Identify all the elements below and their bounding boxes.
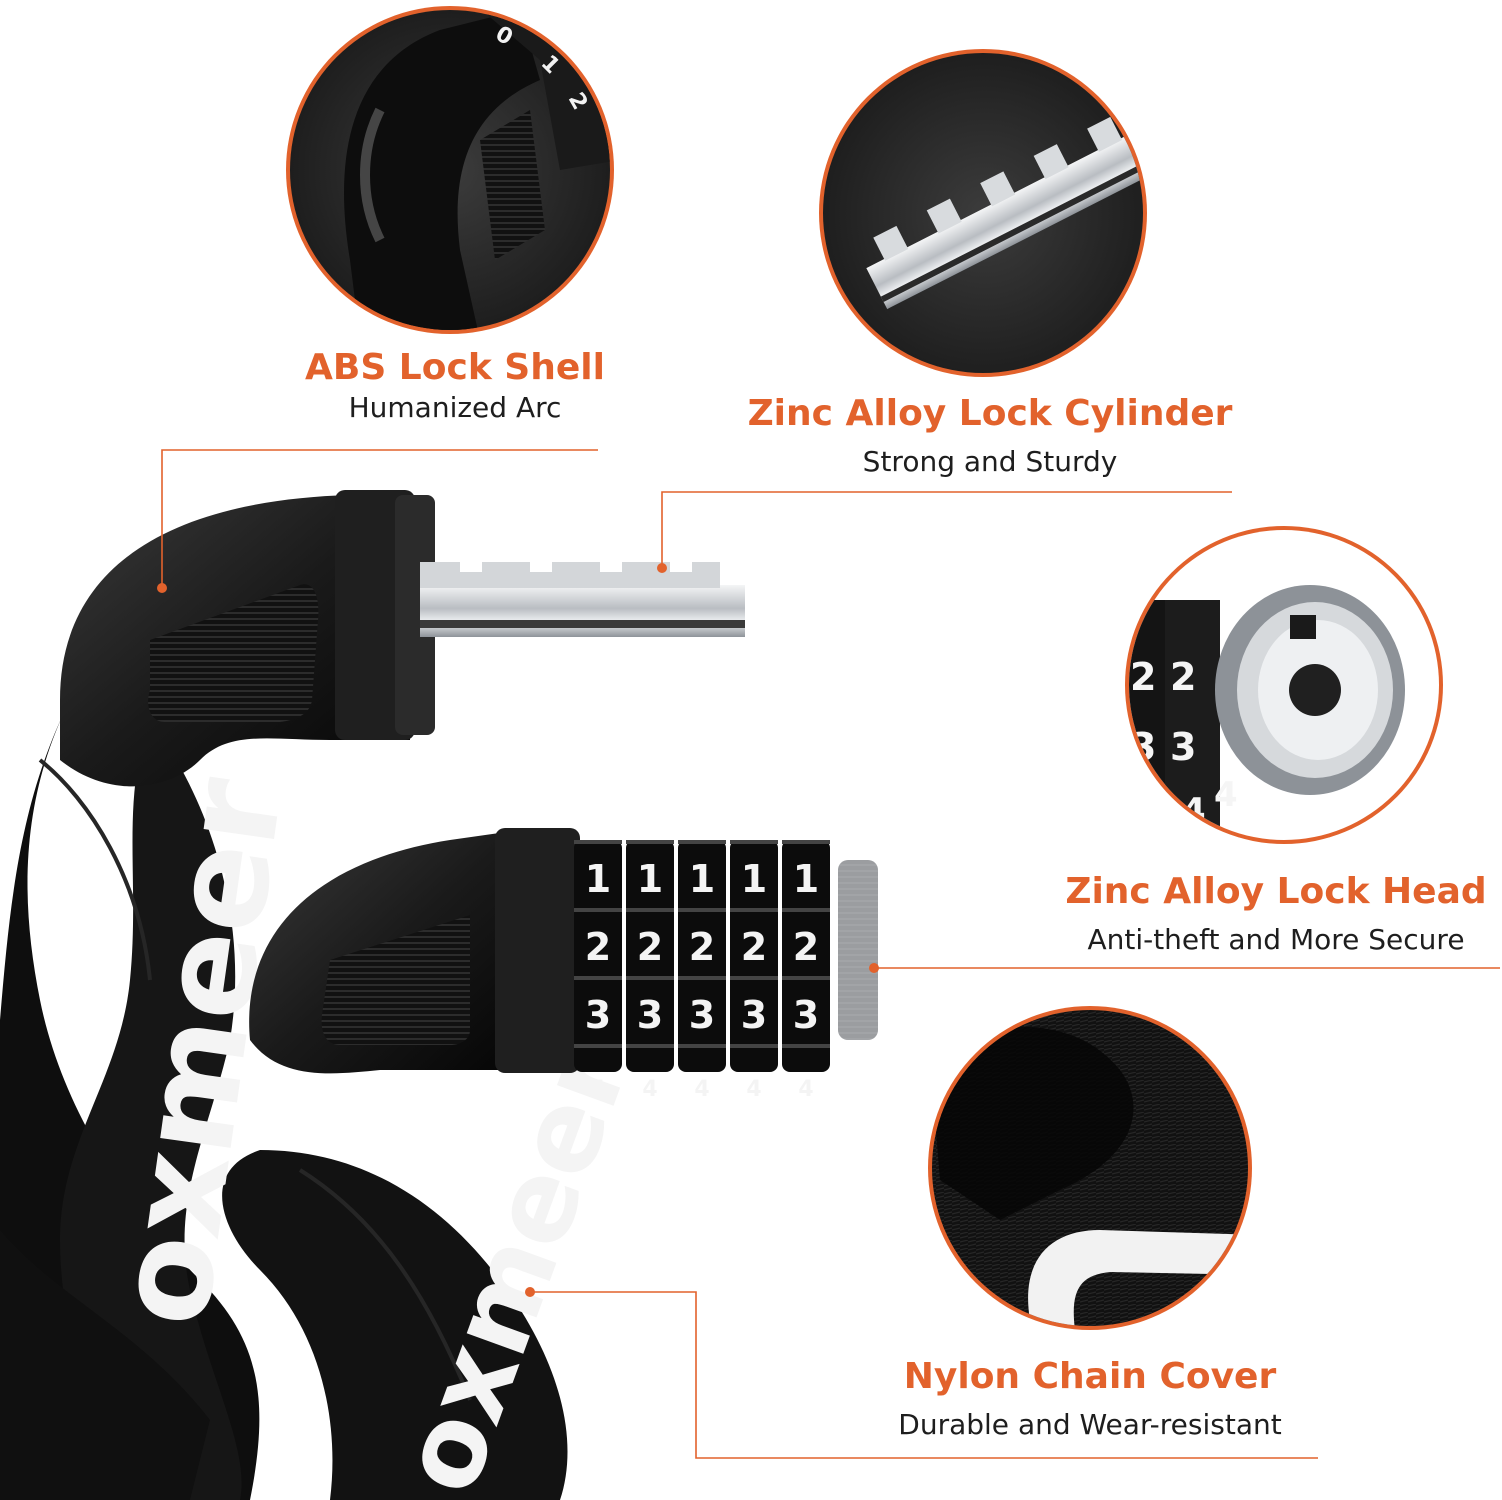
dial-separator	[782, 1044, 830, 1048]
dial-wheel[interactable]: 1 2 3 4	[574, 840, 622, 1102]
feature-zinc-head: Zinc Alloy Lock Head Anti-theft and More…	[1050, 870, 1502, 958]
callout-line-cylinder	[661, 491, 1232, 568]
feature-title: Zinc Alloy Lock Head	[1065, 871, 1487, 912]
dial-digit: 2	[793, 925, 819, 969]
dial-separator	[574, 976, 622, 980]
dial-digit: 1	[585, 857, 611, 901]
feature-description: Humanized Arc	[348, 391, 562, 424]
dial-separator	[574, 1044, 622, 1048]
dial-wheel-body	[730, 840, 778, 1072]
dial-wheel-body	[574, 840, 622, 1072]
lock-cylinder-key	[420, 562, 745, 637]
dial-separator	[730, 1044, 778, 1048]
shell-detail-circle: 0 1 2	[286, 6, 614, 334]
head-dial-digit: 2	[1170, 655, 1196, 699]
dial-separator	[678, 908, 726, 912]
dial-wheel-body	[782, 840, 830, 1072]
dial-separator	[730, 908, 778, 912]
callout-line-shell	[161, 449, 598, 588]
cylinder-detail-circle	[819, 49, 1147, 377]
dial-digit: 2	[689, 925, 715, 969]
dial-separator	[574, 840, 622, 844]
dial-digit: 3	[585, 993, 611, 1037]
dial-digit: 2	[741, 925, 767, 969]
callout-lines	[161, 449, 1500, 1459]
feature-title: ABS Lock Shell	[305, 347, 605, 388]
dial-separator	[626, 908, 674, 912]
dial-separator	[782, 908, 830, 912]
feature-description: Durable and Wear-resistant	[898, 1408, 1282, 1441]
dial-separator	[678, 840, 726, 844]
dial-separator	[626, 976, 674, 980]
dial-digit: 1	[637, 857, 663, 901]
dial-wheel[interactable]: 1 2 3 4	[678, 840, 726, 1102]
feature-description: Anti-theft and More Secure	[1087, 923, 1465, 956]
dial-separator	[730, 840, 778, 844]
dial-wheel[interactable]: 1 2 3 4	[782, 840, 830, 1102]
dial-digit: 1	[689, 857, 715, 901]
dial-separator	[678, 976, 726, 980]
lock-shell-lower	[249, 828, 580, 1074]
dial-digit: 4	[798, 1077, 813, 1102]
dial-digit: 3	[637, 993, 663, 1037]
dial-separator	[678, 1044, 726, 1048]
callout-dot-nylon	[525, 1287, 535, 1297]
dial-digit: 3	[793, 993, 819, 1037]
nylon-chain: oxmeer oxmeer	[0, 700, 653, 1500]
feature-description: Strong and Sturdy	[862, 445, 1118, 478]
dial-digit: 4	[642, 1077, 657, 1102]
feature-abs-shell: ABS Lock Shell Humanized Arc	[300, 346, 610, 426]
dial-digit: 1	[741, 857, 767, 901]
dial-digit: 3	[741, 993, 767, 1037]
dial-digit: 4	[694, 1077, 709, 1102]
dial-wheel[interactable]: 1 2 3 4	[730, 840, 778, 1102]
dial-separator	[626, 1044, 674, 1048]
lock-head-detail-circle: 2 2 3 3 4 4	[1125, 526, 1443, 844]
dial-digit: 2	[585, 925, 611, 969]
dial-wheel[interactable]: 1 2 3 4	[626, 840, 674, 1102]
dial-digit: 4	[590, 1077, 605, 1102]
dial-separator	[782, 840, 830, 844]
dial-separator	[574, 908, 622, 912]
dial-digit: 4	[746, 1077, 761, 1102]
nylon-detail-circle	[928, 1006, 1252, 1330]
dial-wheel-body	[678, 840, 726, 1072]
callout-dot-head	[869, 963, 879, 973]
lock-shell-upper	[60, 490, 435, 787]
feature-zinc-cylinder: Zinc Alloy Lock Cylinder Strong and Stur…	[740, 392, 1240, 480]
callout-dot-shell	[157, 583, 167, 593]
dial-separator	[626, 840, 674, 844]
dial-digit: 2	[637, 925, 663, 969]
head-dial-digit: 4	[1214, 775, 1238, 815]
head-dial-digit: 4	[1182, 791, 1206, 831]
callout-line-nylon	[530, 1291, 1318, 1459]
head-dial-digit: 2	[1130, 655, 1156, 699]
feature-title: Nylon Chain Cover	[903, 1356, 1277, 1397]
lock-head-ring	[838, 860, 878, 1040]
head-dial-digit: 3	[1170, 725, 1196, 769]
dial-separator	[730, 976, 778, 980]
feature-title: Zinc Alloy Lock Cylinder	[747, 393, 1233, 434]
callout-dots	[157, 563, 879, 1297]
dial-wheel-body	[626, 840, 674, 1072]
dial-digit: 3	[689, 993, 715, 1037]
dial-separator	[782, 976, 830, 980]
feature-nylon-cover: Nylon Chain Cover Durable and Wear-resis…	[860, 1355, 1320, 1443]
callout-dot-cylinder	[657, 563, 667, 573]
dial-digit: 1	[793, 857, 819, 901]
